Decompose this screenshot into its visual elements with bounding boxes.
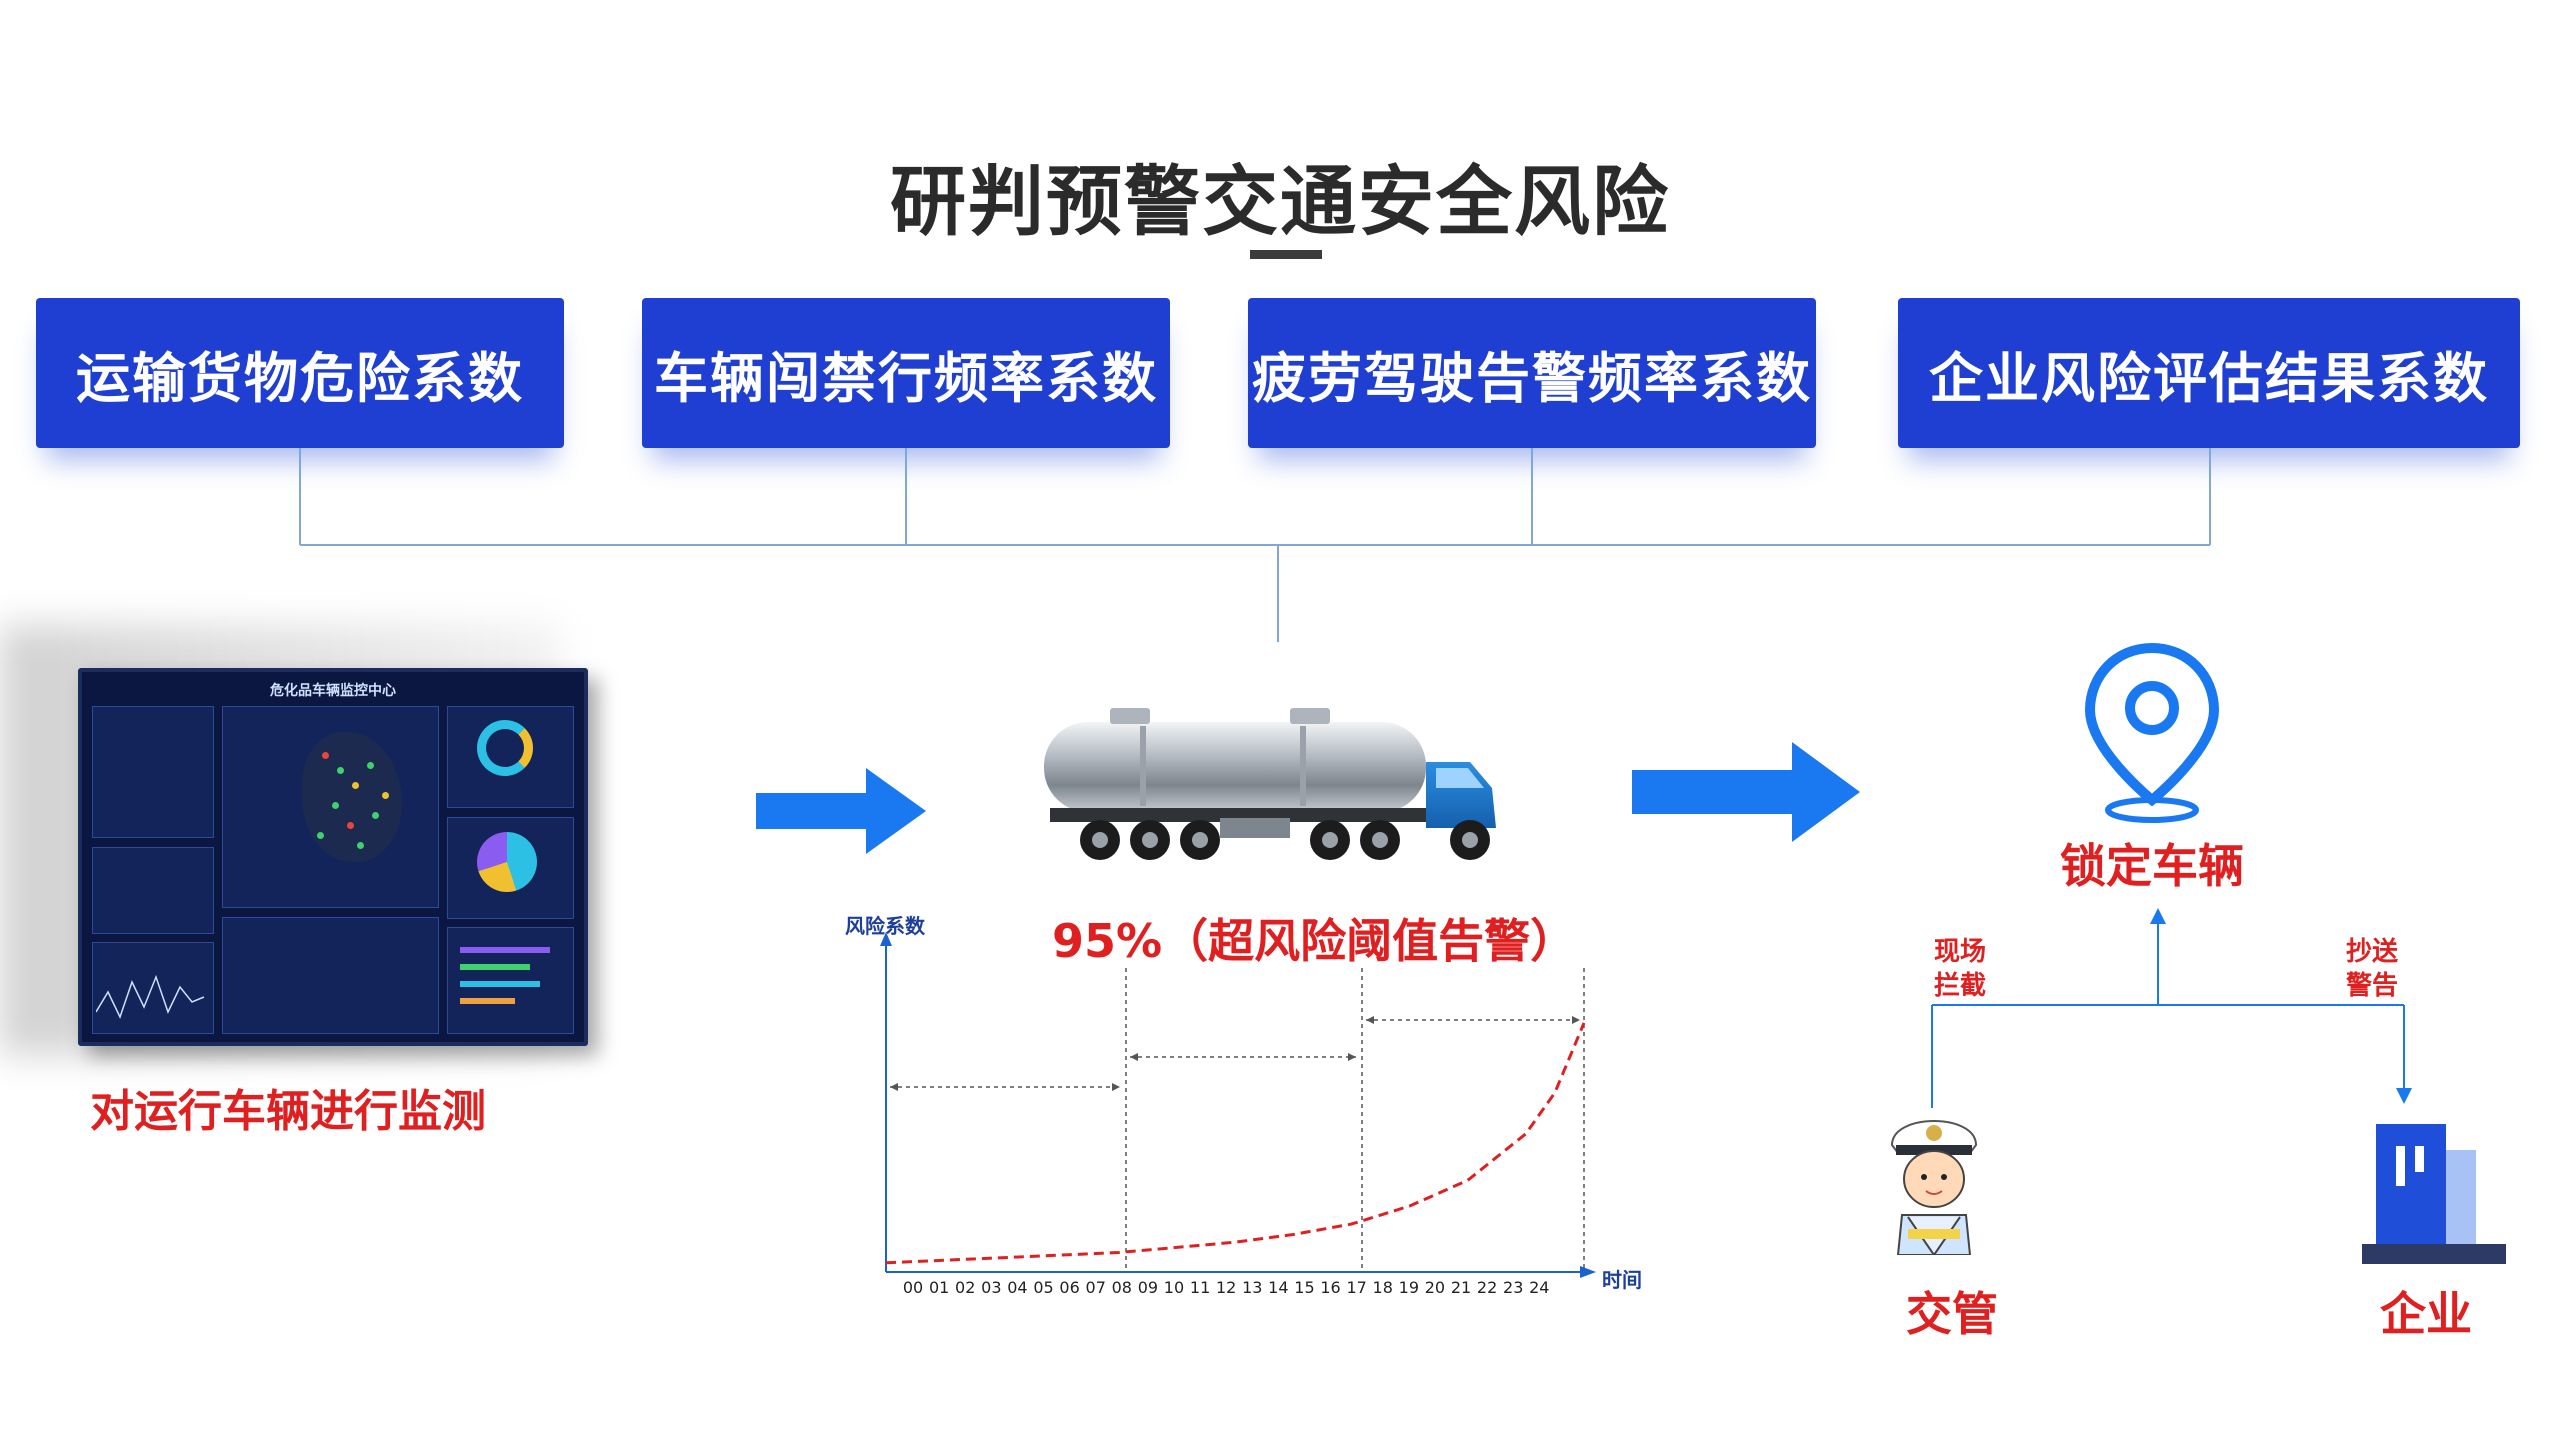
y-axis-label: 风险系数 (845, 914, 925, 938)
x-tick-label: 21 (1450, 1278, 1472, 1297)
x-tick-label: 22 (1476, 1278, 1498, 1297)
x-tick-label: 04 (1007, 1278, 1028, 1297)
x-tick-label: 17 (1346, 1278, 1367, 1297)
x-tick-label: 02 (955, 1278, 976, 1297)
x-tick-label: 15 (1294, 1278, 1315, 1297)
screen-panel (447, 927, 574, 1034)
branch-line: 拦截 (1933, 971, 1986, 1001)
x-tick-label: 01 (928, 1278, 950, 1297)
factor-label: 疲劳驾驶告警频率系数 (1252, 346, 1812, 410)
x-tick-label: 03 (981, 1278, 1002, 1297)
branch-warning-label: 抄送 警告 (2322, 935, 2422, 1003)
pie-chart (477, 832, 537, 892)
x-tick-label: 10 (1163, 1278, 1185, 1297)
location-pin-icon (2084, 642, 2220, 823)
x-tick-label: 07 (1085, 1278, 1106, 1297)
title-underline (1250, 250, 1322, 259)
span-arrow-icon (890, 1083, 898, 1091)
branch-line: 现场 (1933, 937, 1986, 967)
screen-table-panel (222, 917, 439, 1034)
x-tick-label: 19 (1398, 1278, 1419, 1297)
x-tick-label: 12 (1215, 1278, 1237, 1297)
traffic-police-icon (1890, 1120, 1978, 1255)
factor-label: 企业风险评估结果系数 (1929, 346, 2489, 410)
screen-panel (92, 847, 214, 934)
span-arrow-icon (1348, 1053, 1356, 1061)
factor-box-cargo: 运输货物危险系数 (36, 298, 564, 448)
span-arrow-icon (1112, 1083, 1120, 1091)
x-tick-label: 11 (1189, 1278, 1211, 1297)
x-tick-label: 18 (1372, 1278, 1393, 1297)
screen-panel (92, 706, 214, 838)
monitor-caption: 对运行车辆进行监测 (90, 1086, 486, 1137)
factor-box-fatigue: 疲劳驾驶告警频率系数 (1248, 298, 1816, 448)
risk-curve (885, 1022, 1586, 1265)
x-tick-label: 13 (1242, 1278, 1263, 1297)
branch-intercept-label: 现场 拦截 (1910, 935, 2010, 1003)
span-arrow-icon (1130, 1053, 1138, 1061)
x-tick-label: 09 (1137, 1278, 1159, 1297)
branch-line: 抄送 (2345, 937, 2398, 967)
enterprise-label: 企业 (2380, 1287, 2472, 1341)
factor-box-enterprise: 企业风险评估结果系数 (1898, 298, 2520, 448)
monitoring-screen: 危化品车辆监控中心 (78, 668, 588, 1046)
x-axis-arrow-icon (1580, 1266, 1596, 1278)
flow-arrow-icon (756, 768, 926, 854)
enterprise-building-icon (2362, 1124, 2506, 1264)
factor-label: 运输货物危险系数 (76, 346, 524, 410)
span-arrow-icon (1366, 1016, 1374, 1024)
x-tick-label: 00 (902, 1278, 924, 1297)
x-tick-label: 06 (1059, 1278, 1080, 1297)
page-title: 研判预警交通安全风险 (890, 157, 1670, 246)
x-tick-label: 20 (1424, 1278, 1446, 1297)
screen-line-chart (96, 974, 205, 1019)
traffic-police-label: 交管 (1906, 1287, 1998, 1341)
x-tick-label: 23 (1503, 1278, 1524, 1297)
branch-line: 警告 (2345, 971, 2398, 1001)
lock-vehicle-label: 锁定车辆 (2060, 839, 2244, 893)
x-tick-label: 24 (1529, 1278, 1550, 1297)
y-axis-arrow-icon (880, 932, 892, 946)
flow-arrow-icon (1632, 742, 1860, 842)
x-tick-label: 05 (1033, 1278, 1054, 1297)
x-axis-label: 时间 (1602, 1268, 1642, 1292)
span-arrow-icon (1572, 1016, 1580, 1024)
factor-label: 车辆闯禁行频率系数 (654, 346, 1158, 410)
screen-panel (92, 942, 214, 1034)
tanker-truck-icon (1044, 708, 1496, 860)
x-tick-label: 08 (1111, 1278, 1132, 1297)
x-tick-label: 14 (1268, 1278, 1289, 1297)
risk-alert-text: 95%（超风险阈值告警） (1052, 914, 1577, 968)
donut-chart (477, 720, 533, 776)
x-tick-label: 16 (1320, 1278, 1341, 1297)
screen-title: 危化品车辆监控中心 (270, 683, 396, 699)
factor-box-restricted: 车辆闯禁行频率系数 (642, 298, 1170, 448)
